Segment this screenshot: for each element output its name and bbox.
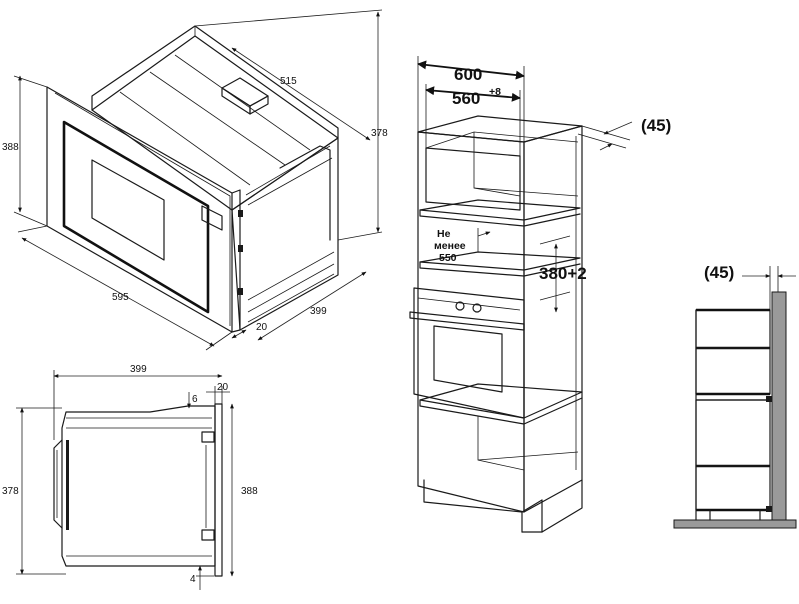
side-dim-gap-4: 4 xyxy=(190,574,196,585)
side-dim-frame-20: 20 xyxy=(217,382,229,393)
dim-body-height-378: 378 xyxy=(371,128,388,139)
dim-width-595: 595 xyxy=(112,292,129,303)
cab-dim-niche-height-380: 380+2 xyxy=(539,264,587,283)
dim-frame-depth-20: 20 xyxy=(256,322,268,333)
cabinet-view: 600 560 +8 (45) 380+2 Не менее 550 xyxy=(409,56,671,533)
section-dim-rear-gap-45: (45) xyxy=(704,263,734,282)
dim-height-388: 388 xyxy=(2,142,19,153)
cab-dim-width-600: 600 xyxy=(454,65,482,84)
cabinet-section-view: (45) xyxy=(673,263,797,529)
dim-depth-399: 399 xyxy=(310,306,327,317)
side-dim-depth-399: 399 xyxy=(130,364,147,375)
cab-min-depth-line3: 550 xyxy=(439,252,457,264)
cab-dim-inner-width-560: 560 xyxy=(452,89,480,108)
dim-top-depth-515: 515 xyxy=(280,76,297,87)
cab-min-depth-line2: менее xyxy=(434,240,466,252)
cab-dim-rear-gap-45: (45) xyxy=(641,116,671,135)
side-dim-height-378: 378 xyxy=(2,486,19,497)
cab-dim-inner-width-tolerance: +8 xyxy=(489,86,501,98)
side-dim-height-388: 388 xyxy=(241,486,258,497)
cab-min-depth-line1: Не xyxy=(437,228,451,240)
side-dim-gap-6: 6 xyxy=(192,394,198,405)
oven-side-view: 399 20 6 378 388 4 xyxy=(2,364,258,590)
oven-iso-view: 388 595 515 378 399 20 xyxy=(2,9,388,351)
